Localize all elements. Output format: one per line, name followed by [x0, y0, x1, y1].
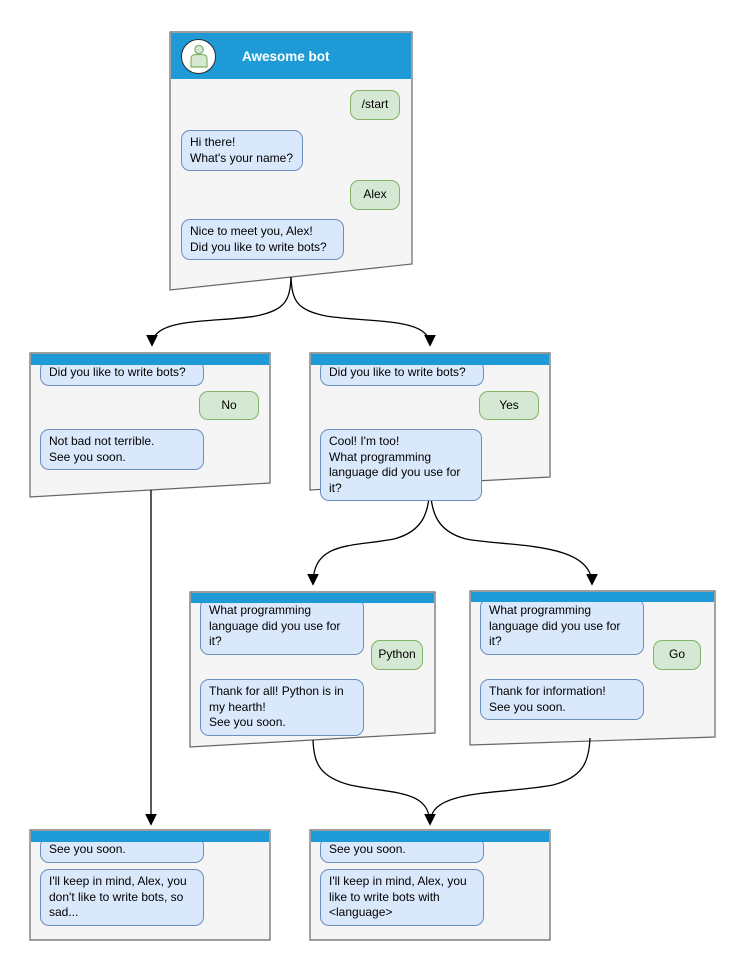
lang-go-titlebar	[471, 591, 714, 602]
chat-bubble-user: Alex	[350, 180, 400, 210]
chat-bubble-bot: Cool! I'm too! What programming language…	[320, 429, 482, 502]
end-yes-titlebar	[311, 830, 549, 842]
chat-bubble-user: /start	[350, 90, 400, 120]
chat-bubble-bot: Thank for all! Python is in my hearth! S…	[200, 679, 364, 736]
branch-no-titlebar	[31, 353, 269, 365]
chat-bubble-bot: Thank for information! See you soon.	[480, 679, 644, 721]
chat-bubble-user: Go	[653, 640, 701, 670]
person-icon	[189, 44, 208, 68]
chat-bubble-bot: Not bad not terrible. See you soon.	[40, 429, 204, 471]
chat-bubble-bot: I'll keep in mind, Alex, you like to wri…	[320, 869, 484, 926]
chat-bubble-bot: What programming language did you use fo…	[480, 598, 644, 655]
chat-bubble-bot: I'll keep in mind, Alex, you don't like …	[40, 869, 204, 926]
main-window-titlebar: Awesome bot	[171, 33, 411, 79]
connector-main-to-yes	[290, 276, 436, 347]
end-no-titlebar	[31, 830, 269, 842]
main-window-title: Awesome bot	[242, 48, 330, 64]
connector-main-to-no	[146, 276, 292, 347]
chat-bubble-bot: Hi there! What's your name?	[181, 130, 303, 172]
chat-bubble-bot: Nice to meet you, Alex! Did you like to …	[181, 219, 344, 261]
chat-bubble-bot: What programming language did you use fo…	[200, 598, 364, 655]
lang-python-titlebar	[191, 592, 434, 603]
bot-avatar	[181, 38, 216, 74]
connector-python-to-end	[312, 739, 436, 826]
chat-bubble-user: Yes	[479, 391, 539, 420]
chat-bubble-user: Python	[371, 640, 423, 670]
chat-bubble-user: No	[199, 391, 259, 420]
branch-yes-titlebar	[311, 353, 549, 365]
connector-go-to-end	[430, 737, 591, 821]
